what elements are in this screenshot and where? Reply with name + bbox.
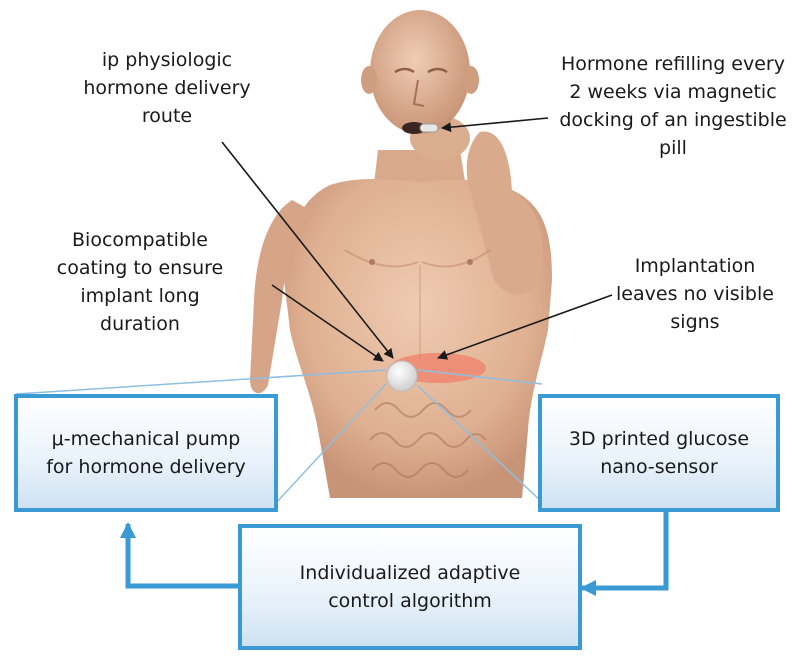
sensor-box: 3D printed glucose nano-sensor	[538, 394, 780, 512]
ingestible-pill	[420, 124, 438, 132]
algorithm-box: Individualized adaptive control algorith…	[238, 524, 582, 650]
annotation-hormone-refilling: Hormone refilling every 2 weeks via magn…	[548, 50, 798, 162]
pump-box: μ-mechanical pump for hormone delivery	[14, 394, 278, 512]
flow-algorithm-to-pump	[128, 524, 238, 586]
implant-pump	[387, 361, 417, 391]
annotation-implantation: Implantation leaves no visible signs	[600, 252, 790, 336]
flow-sensor-to-algorithm	[582, 512, 666, 588]
annotation-ip-route: ip physiologic hormone delivery route	[52, 46, 282, 130]
head	[370, 10, 470, 134]
annotation-coating: Biocompatible coating to ensure implant …	[30, 226, 250, 338]
human-torso-figure	[250, 10, 552, 498]
